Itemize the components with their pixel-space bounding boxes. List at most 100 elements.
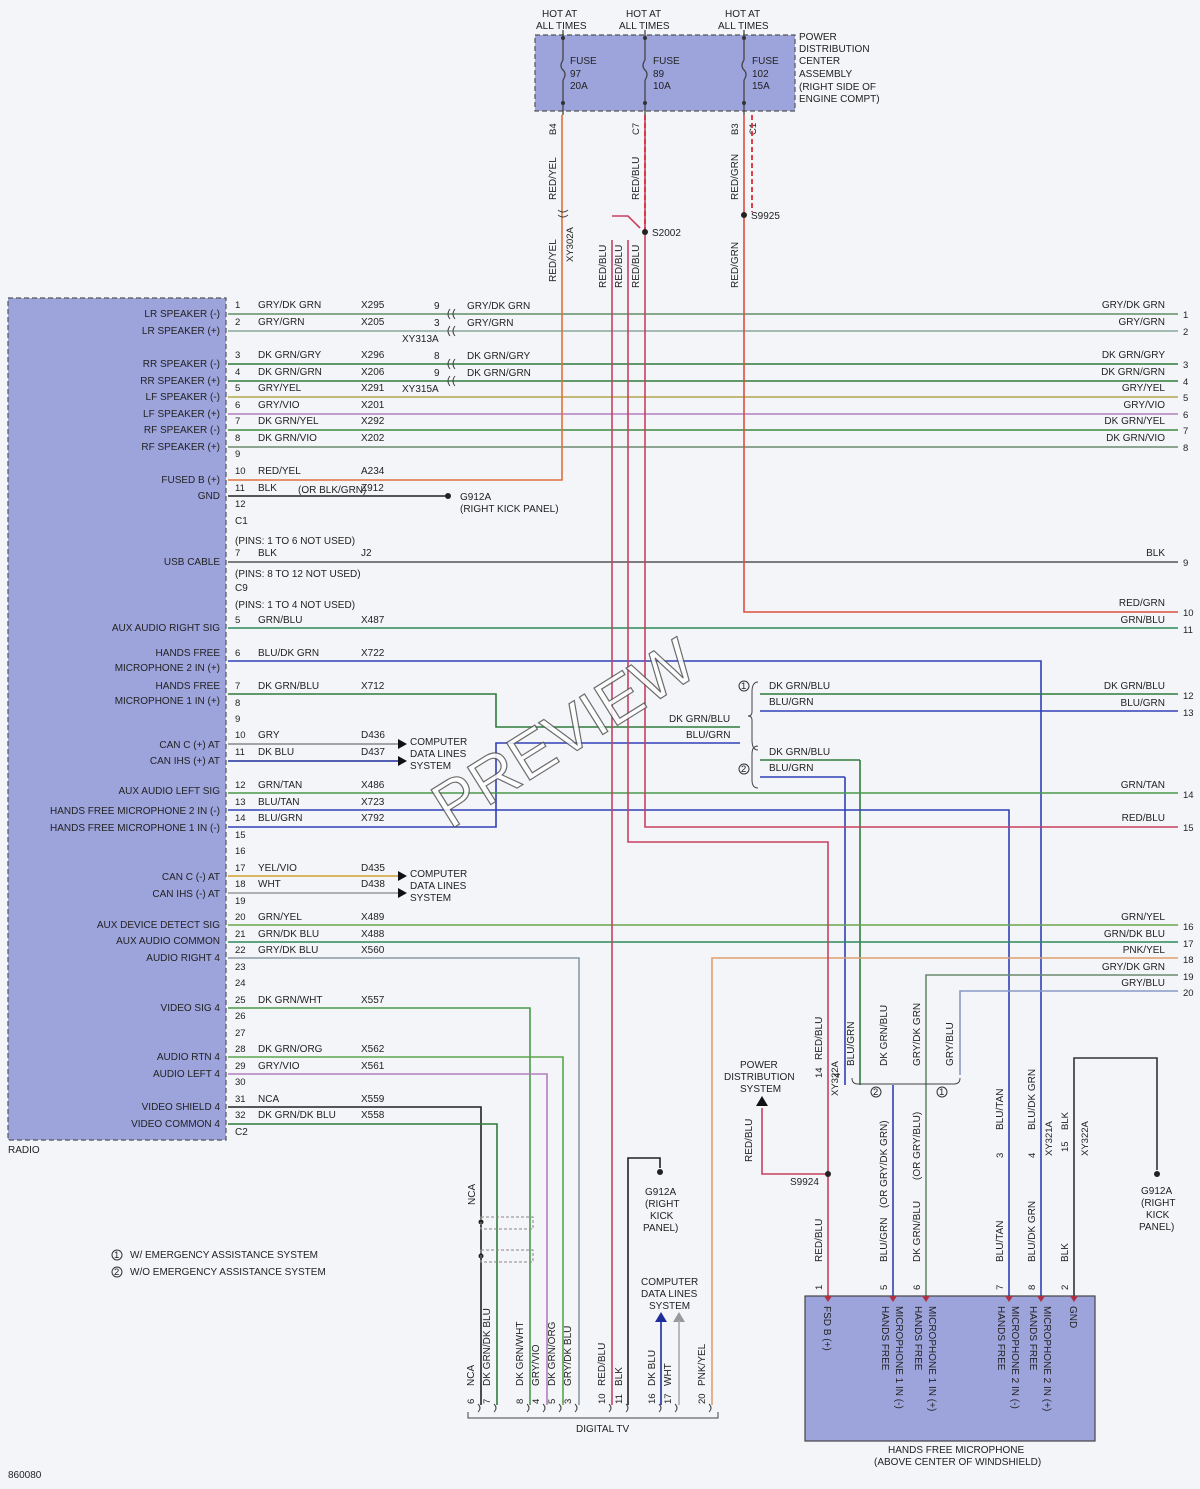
radio-pin-circuit: X295 [361, 300, 385, 311]
svg-text:DIGITAL TV: DIGITAL TV [576, 1424, 629, 1435]
right-wire-color: GRN/TAN [1121, 780, 1165, 791]
fuse-dots [561, 36, 746, 105]
svg-text:GRY/BLU: GRY/BLU [945, 1022, 956, 1066]
radio-pin-label: AUX AUDIO LEFT SIG [118, 786, 220, 797]
right-wire-number: 17 [1183, 939, 1194, 950]
diagram-id: 860080 [8, 1470, 42, 1481]
radio-pin-wire-color: BLK [258, 483, 277, 494]
radio-pin-label: RR SPEAKER (+) [140, 376, 220, 387]
radio-pin-label: RF SPEAKER (+) [141, 442, 220, 453]
splice-s9924: S9924 [790, 1177, 819, 1188]
radio-pin-wire-color: NCA [258, 1094, 279, 1105]
tv-pin-terminal [542, 1403, 546, 1413]
right-wire-color: RED/GRN [1119, 598, 1165, 609]
tv-pin-number: 4 [531, 1399, 542, 1404]
radio-pin-label: CAN C (-) AT [162, 872, 220, 883]
svg-text:BLU/GRN: BLU/GRN [769, 697, 813, 708]
svg-text:2: 2 [114, 1267, 119, 1278]
radio-pin-label: USB CABLE [164, 557, 220, 568]
radio-connector-id: C2 [235, 1127, 248, 1138]
svg-text:BLU/TAN: BLU/TAN [995, 1089, 1006, 1131]
radio-pin-label: HANDS FREE MICROPHONE 2 IN (-) [50, 806, 220, 817]
radio-pin-label: FUSED B (+) [161, 475, 220, 486]
hfm-pin-label: FSD B (+) [821, 1306, 832, 1351]
hfm-pin-number: 7 [995, 1285, 1006, 1290]
hfm-pin-label: MICROPHONE 1 IN (-) [893, 1306, 904, 1409]
radio-name: RADIO [8, 1145, 40, 1156]
right-wire-color: GRY/DK GRN [1102, 300, 1165, 311]
right-wire-number: 10 [1183, 608, 1194, 619]
radio-pin-circuit: X201 [361, 400, 385, 411]
svg-text:RED/GRN: RED/GRN [730, 242, 741, 288]
tv-pin-terminal [574, 1403, 578, 1413]
legend: 1 W/ EMERGENCY ASSISTANCE SYSTEM 2 W/O E… [111, 1249, 326, 1278]
right-wire-number: 12 [1183, 691, 1194, 702]
svg-text:XY313A: XY313A [402, 334, 439, 345]
tv-pin-wire-color: GRY/DK BLU [563, 1326, 574, 1386]
svg-text:2: 2 [873, 1087, 878, 1098]
svg-text:RED/GRN: RED/GRN [730, 154, 741, 200]
svg-text:2: 2 [741, 764, 746, 775]
svg-text:97: 97 [570, 69, 582, 80]
radio-pin-circuit: X792 [361, 813, 385, 824]
svg-text:BLK: BLK [1060, 1243, 1071, 1262]
right-wire-color: DK GRN/BLU [1104, 681, 1165, 692]
svg-text:1: 1 [741, 681, 746, 692]
tv-pin-wire-color: DK BLU [647, 1350, 658, 1386]
svg-text:(RIGHT SIDE OF: (RIGHT SIDE OF [799, 82, 876, 93]
fuse-102: FUSE 102 15A [752, 56, 779, 92]
radio-pin-label: VIDEO SIG 4 [161, 1003, 221, 1014]
radio-pin-circuit: D436 [361, 730, 385, 741]
radio-pin-wire-color: DK GRN/BLU [258, 681, 319, 692]
radio-pin-number: 12 [235, 780, 246, 791]
svg-text:BLU/GRN: BLU/GRN [686, 730, 730, 741]
radio-pin-label: AUDIO LEFT 4 [153, 1069, 220, 1080]
tv-pin-terminal [608, 1403, 612, 1413]
hfm-pin-label: MICROPHONE 1 IN (+) [926, 1306, 937, 1411]
radio-pin-wire-color: GRY/DK GRN [258, 300, 321, 311]
svg-text:GRY/GRN: GRY/GRN [467, 318, 514, 329]
right-wire-number: 8 [1183, 443, 1188, 454]
radio-pin-number: 8 [235, 698, 240, 709]
svg-text:FUSE: FUSE [653, 56, 680, 67]
computer-data-lines-upper: COMPUTER DATA LINES SYSTEM [398, 737, 467, 772]
radio-pin-number: 26 [235, 1011, 246, 1022]
radio-pin-circuit: X722 [361, 648, 385, 659]
radio-pin-number: 13 [235, 797, 246, 808]
svg-text:SYSTEM: SYSTEM [410, 893, 451, 904]
radio-pin-number: 4 [235, 367, 240, 378]
right-wire-color: GRY/VIO [1124, 400, 1166, 411]
svg-text:BLU/DK GRN: BLU/DK GRN [1027, 1069, 1038, 1130]
radio-pin-circuit: X296 [361, 350, 385, 361]
tv-pin-terminal [708, 1403, 712, 1413]
svg-text:RED/BLU: RED/BLU [631, 157, 642, 200]
svg-text:(ABOVE CENTER OF WINDSHIELD): (ABOVE CENTER OF WINDSHIELD) [874, 1457, 1041, 1468]
svg-text:ASSEMBLY: ASSEMBLY [799, 69, 852, 80]
svg-text:DK GRN/GRN: DK GRN/GRN [467, 368, 531, 379]
fuse-symbols [560, 30, 747, 115]
radio-pin-number: 21 [235, 929, 246, 940]
svg-text:XY322A: XY322A [830, 1060, 841, 1096]
svg-text:C1: C1 [748, 123, 759, 135]
right-wire-color: RED/BLU [1122, 813, 1165, 824]
hands-free-microphone-module: HANDS FREE MICROPHONE (ABOVE CENTER OF W… [804, 1285, 1096, 1468]
svg-text:FUSE: FUSE [570, 56, 597, 67]
right-wire-color: GRN/YEL [1121, 912, 1165, 923]
radio-pin-wire-color: GRY/GRN [258, 317, 305, 328]
radio-pin-wire-color: WHT [258, 879, 281, 890]
svg-text:C7: C7 [631, 123, 642, 135]
radio-pin-circuit: X723 [361, 797, 385, 808]
svg-text:DK GRN/BLU: DK GRN/BLU [669, 714, 730, 725]
tv-pin-number: 5 [547, 1399, 558, 1404]
hfm-pin-number: 8 [1027, 1285, 1038, 1290]
svg-text:BLU/GRN: BLU/GRN [846, 1022, 857, 1066]
radio-pin-number: 3 [235, 350, 240, 361]
dashed-optional-wires [644, 115, 753, 232]
ground-g912a-radio: G912A (RIGHT KICK PANEL) [445, 492, 559, 515]
radio-pin-circuit: X561 [361, 1061, 385, 1072]
svg-text:8: 8 [434, 351, 440, 362]
svg-text:PANEL): PANEL) [643, 1223, 678, 1234]
